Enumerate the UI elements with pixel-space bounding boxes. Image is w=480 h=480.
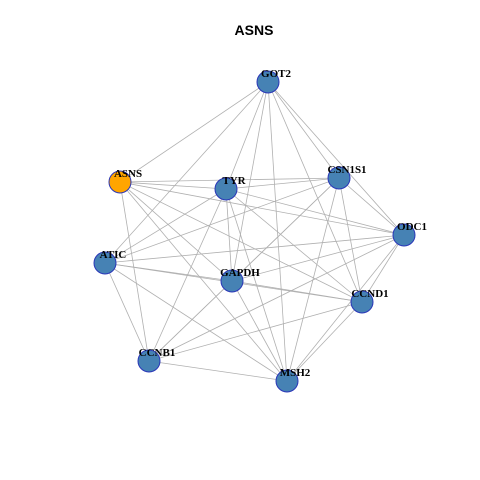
node-label-ccnb1: CCNB1 xyxy=(139,347,176,359)
node-label-gapdh: GAPDH xyxy=(220,267,260,279)
edge-tyr-odc1 xyxy=(225,188,405,236)
edge-gapdh-ccnd1 xyxy=(231,280,363,303)
node-asns xyxy=(108,170,132,194)
edge-got2-gapdh xyxy=(231,81,269,282)
edge-got2-ccnd1 xyxy=(267,81,363,303)
edge-asns-gapdh xyxy=(119,181,233,282)
edge-asns-tyr xyxy=(119,181,227,190)
edge-got2-tyr xyxy=(225,81,269,190)
node-label-atic: ATIC xyxy=(100,249,127,261)
node-gapdh xyxy=(220,269,244,293)
edge-asns-msh2 xyxy=(119,181,288,382)
node-label-odc1: ODC1 xyxy=(397,221,427,233)
edge-odc1-ccnd1 xyxy=(361,234,405,303)
node-label-asns: ASNS xyxy=(114,168,142,180)
edge-got2-csn1s1 xyxy=(267,81,340,179)
edge-asns-ccnd1 xyxy=(119,181,363,303)
edge-tyr-gapdh xyxy=(225,188,233,282)
edge-got2-atic xyxy=(104,81,269,264)
node-label-got2: GOT2 xyxy=(261,68,291,80)
edge-odc1-msh2 xyxy=(286,234,405,382)
edge-ccnb1-msh2 xyxy=(148,360,288,382)
edge-csn1s1-msh2 xyxy=(286,177,340,382)
edge-atic-ccnb1 xyxy=(104,262,150,362)
edge-odc1-gapdh xyxy=(231,234,405,282)
edge-ccnd1-msh2 xyxy=(286,301,363,382)
node-csn1s1 xyxy=(327,166,351,190)
node-label-csn1s1: CSN1S1 xyxy=(327,164,366,176)
node-atic xyxy=(93,251,117,275)
node-ccnb1 xyxy=(137,349,161,373)
node-label-ccnd1: CCND1 xyxy=(351,288,388,300)
node-layer xyxy=(93,70,416,393)
node-label-tyr: TYR xyxy=(222,175,246,187)
node-odc1 xyxy=(392,223,416,247)
edge-ccnd1-ccnb1 xyxy=(148,301,363,362)
edge-got2-asns xyxy=(119,81,269,183)
node-ccnd1 xyxy=(350,290,374,314)
node-got2 xyxy=(256,70,280,94)
edge-tyr-csn1s1 xyxy=(225,177,340,190)
edge-gapdh-ccnb1 xyxy=(148,280,233,362)
plot-title: ASNS xyxy=(235,22,274,38)
edge-csn1s1-atic xyxy=(104,177,340,264)
node-tyr xyxy=(214,177,238,201)
edge-layer xyxy=(104,81,405,382)
edge-asns-odc1 xyxy=(119,181,405,236)
edge-odc1-ccnb1 xyxy=(148,234,405,362)
node-label-msh2: MSH2 xyxy=(280,367,311,379)
edge-tyr-atic xyxy=(104,188,227,264)
edge-gapdh-msh2 xyxy=(231,280,288,382)
edge-atic-msh2 xyxy=(104,262,288,382)
node-msh2 xyxy=(275,369,299,393)
edge-got2-odc1 xyxy=(267,81,405,236)
edge-odc1-atic xyxy=(104,234,405,264)
edge-csn1s1-odc1 xyxy=(338,177,405,236)
edge-asns-ccnb1 xyxy=(119,181,150,362)
